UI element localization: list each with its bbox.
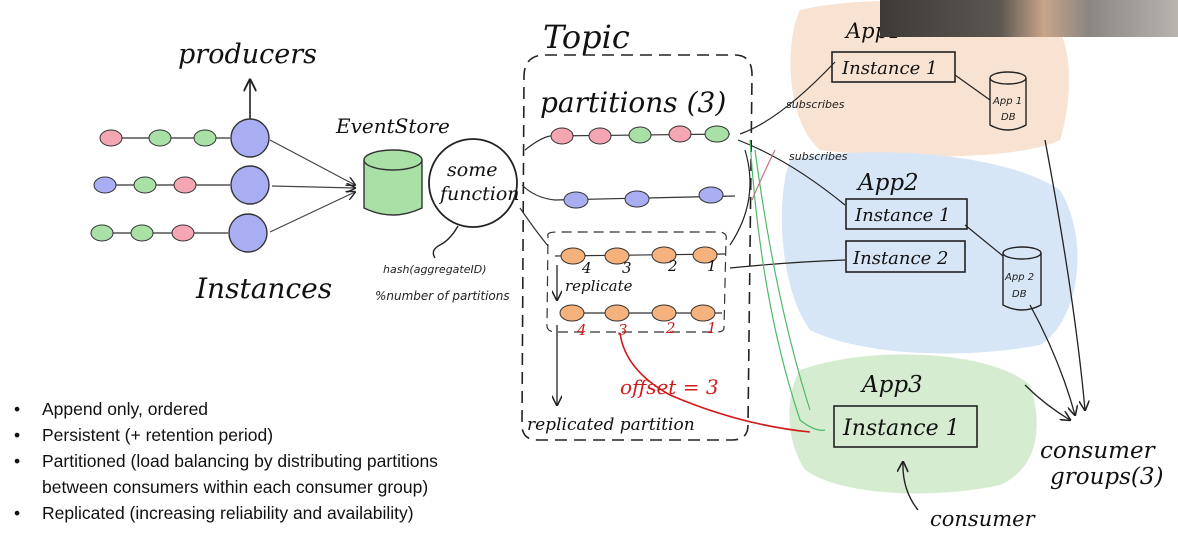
- bullet-item-continued: between consumers within each consumer g…: [42, 477, 429, 497]
- offset-top-4: 4: [581, 259, 592, 277]
- app2-instance-2: [845, 240, 966, 273]
- app1-instance-1: [831, 51, 956, 83]
- consumer-label: consumer: [930, 507, 1037, 531]
- consumer-arrow: [903, 462, 919, 511]
- offset-top-3: 3: [622, 259, 632, 277]
- partition-2: [521, 184, 736, 209]
- replicated-partition-label: replicated partition: [527, 415, 695, 435]
- event-dot: [193, 129, 217, 147]
- subscription-lines: [729, 61, 846, 431]
- event-dot: [588, 127, 612, 145]
- function-tail: [432, 225, 459, 259]
- event-dot: [651, 304, 677, 322]
- event-dot: [171, 224, 195, 242]
- app1-db: App 1 DB: [989, 71, 1027, 131]
- app1-db-label-2: DB: [1001, 112, 1016, 123]
- event-dot: [698, 186, 724, 204]
- app2-db-label-2: DB: [1012, 289, 1027, 300]
- event-dot: [90, 224, 114, 242]
- event-dot: [560, 247, 586, 265]
- producer-instance: [230, 118, 270, 158]
- event-dot: [563, 191, 589, 209]
- app1-background: [790, 0, 1069, 157]
- event-dot: [668, 125, 692, 143]
- offset-label: offset = 3: [620, 375, 719, 399]
- event-dot: [604, 304, 630, 322]
- app2-instance-1: [845, 198, 968, 230]
- event-dot: [559, 304, 585, 322]
- event-store-cylinder: [363, 149, 423, 216]
- app2-title: App2: [856, 170, 919, 196]
- bullet-item: Partitioned (load balancing by distribut…: [14, 448, 438, 474]
- offset-top-2: 2: [667, 257, 678, 275]
- partition-1: [524, 125, 731, 151]
- app3-background: [789, 354, 1037, 494]
- function-label: function: [438, 183, 520, 205]
- topic-box: [521, 54, 753, 441]
- event-dot: [651, 246, 677, 264]
- event-dot: [99, 129, 123, 147]
- subscribes-label-1: subscribes: [786, 98, 845, 111]
- event-dot: [690, 304, 716, 322]
- app1-db-label-1: App 1: [992, 96, 1022, 107]
- offset-bottom-2: 2: [665, 319, 676, 337]
- event-dot: [173, 176, 197, 194]
- app2-db: App 2 DB: [1002, 246, 1042, 311]
- partition-3: [554, 246, 726, 265]
- producer-row-3: [90, 213, 268, 253]
- bullet-item: Persistent (+ retention period): [14, 422, 438, 448]
- app3-title: App3: [860, 372, 923, 398]
- app2-instance-1-label: Instance 1: [854, 205, 950, 226]
- event-dot: [148, 129, 172, 147]
- mod-partitions-label: %number of partitions: [375, 289, 510, 303]
- consumer-groups-label-1: consumer: [1040, 438, 1157, 464]
- event-dot: [692, 246, 718, 264]
- offset-bottom-1: 1: [707, 319, 717, 337]
- event-store-label: EventStore: [335, 114, 450, 138]
- app3-instance-1: [833, 405, 978, 448]
- producer-row-2: [93, 165, 270, 205]
- producer-instance: [228, 213, 268, 253]
- consumer-groups-label-2: groups(3): [1050, 464, 1163, 490]
- app1-instance-1-label: Instance 1: [841, 58, 937, 79]
- replicate-label: replicate: [565, 277, 633, 295]
- event-dot: [624, 190, 650, 208]
- bullet-item: Append only, ordered: [14, 396, 438, 422]
- event-dot: [130, 224, 154, 242]
- producer-to-store-arrows: [269, 139, 355, 233]
- partition-3-group: [546, 231, 727, 333]
- some-function-circle: [428, 138, 518, 228]
- instances-label: Instances: [195, 272, 332, 305]
- some-label: some: [447, 159, 497, 181]
- event-dot: [628, 126, 652, 144]
- consumer-group-arrows: [1024, 139, 1085, 420]
- offset-bottom-3: 3: [618, 321, 628, 339]
- topic-label: Topic: [543, 18, 630, 56]
- producer-instance: [230, 165, 270, 205]
- partitions-label: partitions (3): [540, 86, 726, 119]
- app2-db-label-1: App 2: [1004, 272, 1034, 283]
- subscribes-label-2: subscribes: [789, 150, 848, 163]
- app2-instance-2-label: Instance 2: [852, 248, 948, 269]
- app3-instance-1-label: Instance 1: [842, 416, 960, 441]
- event-dot: [604, 247, 630, 265]
- event-dot: [133, 176, 157, 194]
- webcam-overlay: [880, 0, 1178, 37]
- offset-pointer-line: [619, 332, 811, 433]
- replica-partition: [559, 304, 722, 322]
- event-dot: [93, 176, 117, 194]
- producers-label: producers: [178, 39, 317, 70]
- producer-row-1: [99, 118, 270, 158]
- hash-label: hash(aggregateID): [383, 263, 487, 276]
- bullet-list: Append only, ordered Persistent (+ reten…: [14, 396, 438, 526]
- bullet-item: Replicated (increasing reliability and a…: [14, 500, 438, 526]
- offset-bottom-4: 4: [576, 321, 587, 339]
- event-dot: [550, 127, 574, 145]
- offset-top-1: 1: [707, 257, 717, 275]
- event-dot: [704, 125, 730, 143]
